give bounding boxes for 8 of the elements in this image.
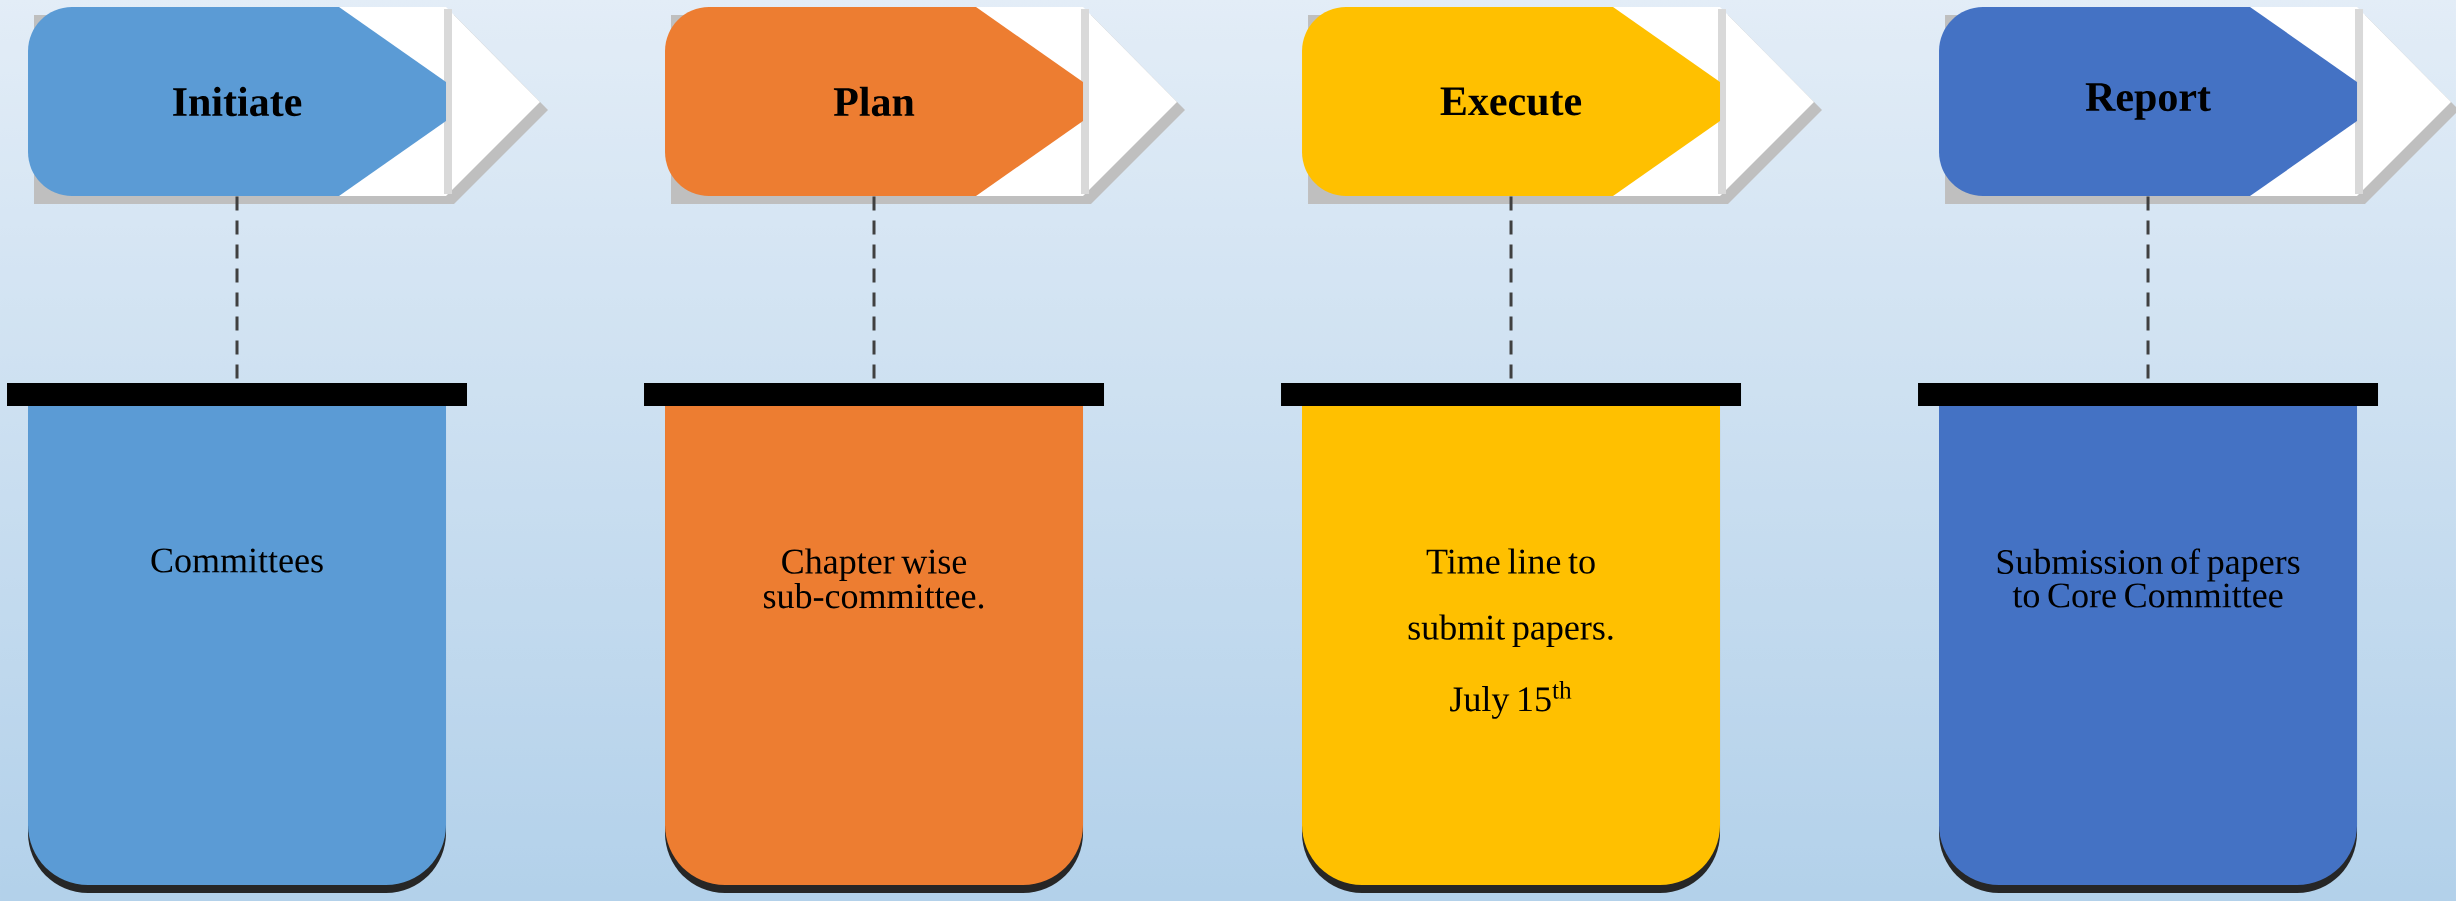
- arrow-box: Plan: [665, 7, 1185, 204]
- card: Submission of papers to Core Committee: [1918, 383, 2379, 893]
- card: Chapter wise sub-committee.: [644, 383, 1104, 893]
- card: Committees: [7, 383, 467, 893]
- card: Time line to submit papers. July 15$^{th}$: [1281, 383, 1741, 893]
- arrow-box: Execute: [1302, 7, 1822, 204]
- arrow-box: Report: [1939, 7, 2456, 204]
- arrow-box: Initiate: [28, 7, 548, 204]
